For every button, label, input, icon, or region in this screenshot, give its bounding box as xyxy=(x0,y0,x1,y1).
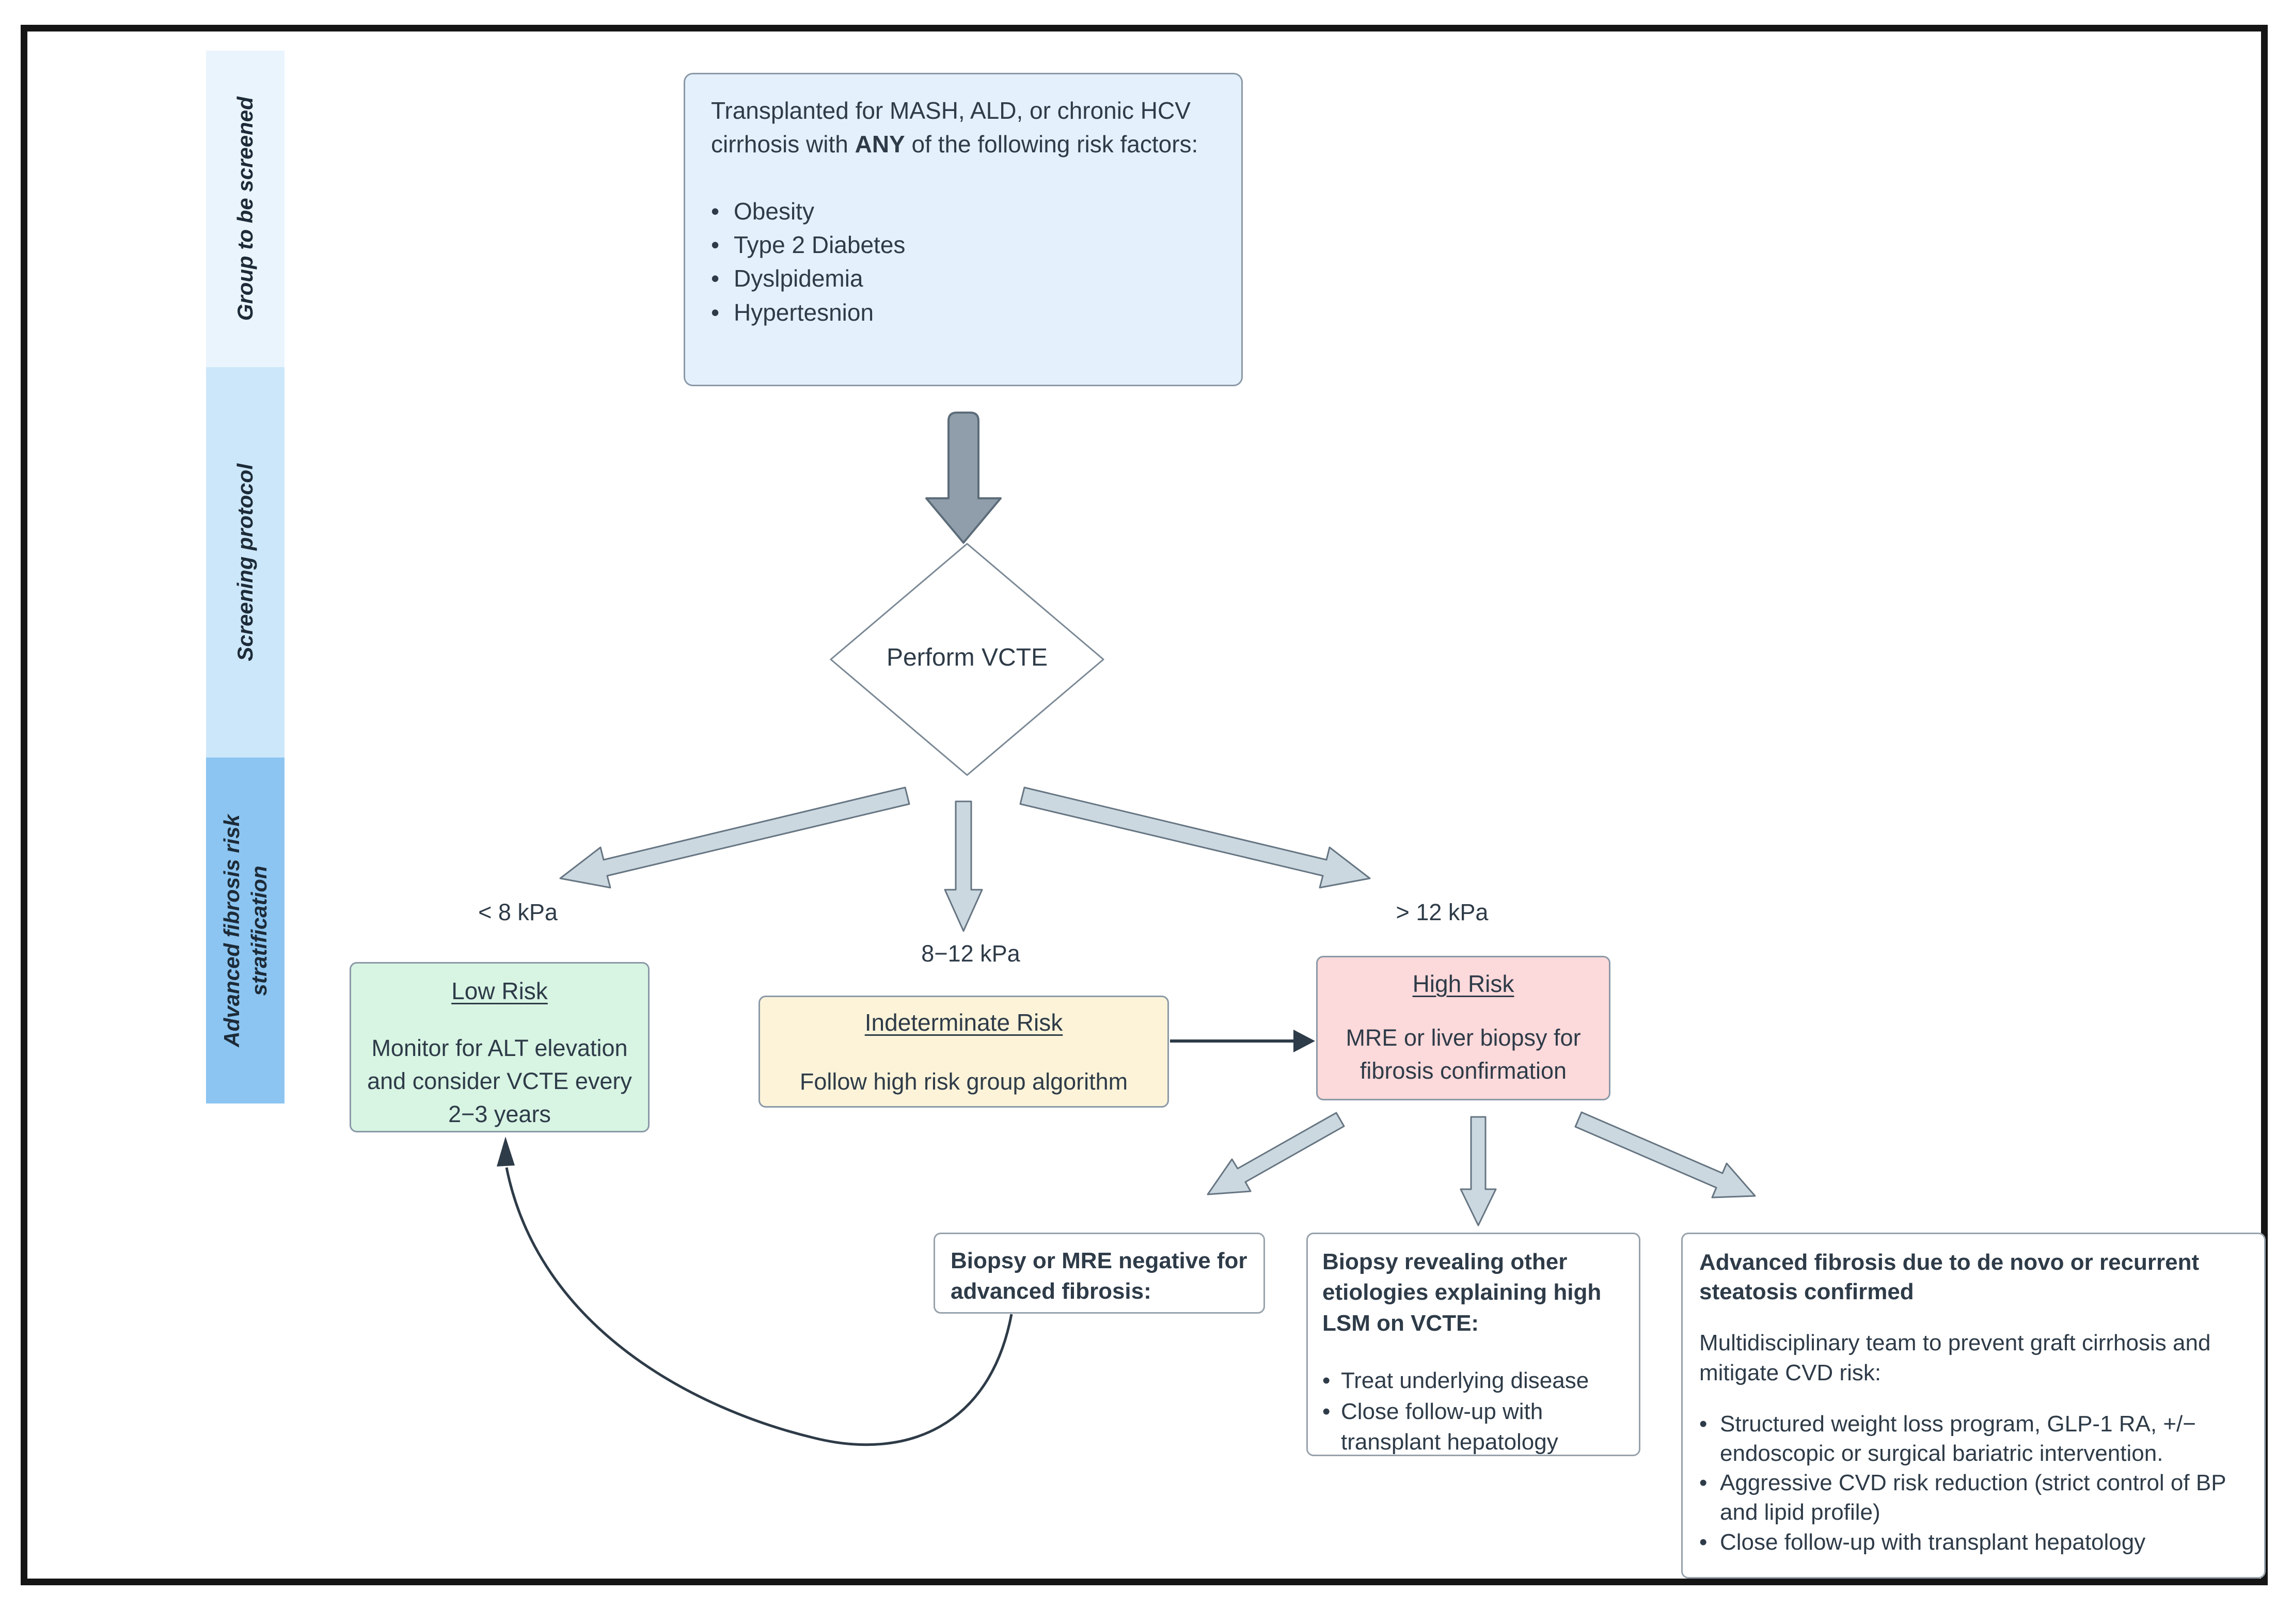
indeterminate-risk-box: Indeterminate Risk Follow high risk grou… xyxy=(758,996,1169,1108)
band-label: Advanced fibrosis risk stratification xyxy=(218,814,273,1047)
branch-label-mid: 8−12 kPa xyxy=(921,940,1020,967)
risk-factor-item: Hypertesnion xyxy=(711,296,1215,329)
outcome-other-label: Treat underlying disease xyxy=(1341,1368,1589,1394)
outcome-confirmed-label: Close follow-up with transplant hepatolo… xyxy=(1720,1529,2146,1555)
band-label: Screening protocol xyxy=(232,463,257,661)
risk-factor-list: Obesity Type 2 Diabetes Dyslpidemia Hype… xyxy=(711,195,1215,329)
risk-factor-label: Dyslpidemia xyxy=(734,265,863,292)
sidebar-band-group-to-be-screened: Group to be screened xyxy=(206,51,284,367)
criteria-intro-text2: HCV cirrhosis with xyxy=(711,97,1191,158)
return-curve-arrowhead-icon xyxy=(497,1137,515,1166)
branch-label-low: < 8 kPa xyxy=(478,899,558,925)
risk-factor-item: Dyslpidemia xyxy=(711,262,1215,295)
outcome-confirmed-list: Structured weight loss program, GLP-1 RA… xyxy=(1699,1409,2248,1557)
bullet-icon xyxy=(711,228,734,262)
outcome-other-etiologies-box: Biopsy revealing other etiologies explai… xyxy=(1306,1233,1640,1456)
branch-arrow-center-icon xyxy=(944,800,983,932)
outcome-negative-title: Biopsy or MRE negative for advanced fibr… xyxy=(951,1248,1247,1304)
figure-border: Group to be screened Screening protocol … xyxy=(21,25,2268,1585)
risk-factor-label: Obesity xyxy=(734,197,814,225)
criteria-intro-any: ANY xyxy=(855,131,905,158)
outcome-arrow-center-icon xyxy=(1460,1116,1497,1226)
outcome-confirmed-box: Advanced fibrosis due to de novo or recu… xyxy=(1681,1233,2266,1579)
criteria-intro-text: Transplanted for MASH, ALD, or chronic xyxy=(711,97,1141,124)
outcome-confirmed-label: Structured weight loss program, GLP-1 RA… xyxy=(1720,1411,2196,1466)
outcome-arrow-right-icon xyxy=(1574,1111,1756,1199)
low-risk-box: Low Risk Monitor for ALT elevation and c… xyxy=(350,962,650,1132)
outcome-confirmed-label: Aggressive CVD risk reduction (strict co… xyxy=(1720,1470,2226,1525)
outcome-other-label: Close follow-up with transplant hepatolo… xyxy=(1341,1398,1558,1455)
high-risk-box: High Risk MRE or liver biopsy for fibros… xyxy=(1316,956,1610,1100)
risk-factor-label: Type 2 Diabetes xyxy=(734,231,906,258)
outcome-other-title: Biopsy revealing other etiologies explai… xyxy=(1322,1249,1602,1336)
branch-arrow-right-icon xyxy=(1019,786,1371,889)
sidebar-band-advanced-fibrosis: Advanced fibrosis risk stratification xyxy=(206,758,284,1103)
criteria-intro: Transplanted for MASH, ALD, or chronic H… xyxy=(711,94,1215,162)
screening-criteria-box: Transplanted for MASH, ALD, or chronic H… xyxy=(684,73,1243,386)
low-risk-title: Low Risk xyxy=(451,977,548,1004)
outcome-other-item: Treat underlying disease xyxy=(1322,1365,1624,1396)
outcome-negative-box: Biopsy or MRE negative for advanced fibr… xyxy=(934,1233,1265,1314)
outcome-other-item: Close follow-up with transplant hepatolo… xyxy=(1322,1396,1624,1458)
branch-arrow-left-icon xyxy=(559,786,910,889)
bullet-icon xyxy=(1322,1396,1341,1458)
criteria-intro-tail: of the following risk factors: xyxy=(905,131,1198,158)
risk-factor-item: Obesity xyxy=(711,195,1215,228)
outcome-other-list: Treat underlying disease Close follow-up… xyxy=(1322,1365,1624,1457)
outcome-arrow-left-icon xyxy=(1207,1112,1345,1195)
bullet-icon xyxy=(711,296,734,329)
bullet-icon xyxy=(1699,1409,1720,1468)
risk-factor-label: Hypertesnion xyxy=(734,298,874,326)
high-risk-title: High Risk xyxy=(1412,970,1514,997)
high-risk-body: MRE or liver biopsy for fibrosis confirm… xyxy=(1346,1024,1581,1084)
band-label-line2: stratification xyxy=(246,865,271,996)
outcome-confirmed-item: Aggressive CVD risk reduction (strict co… xyxy=(1699,1468,2248,1527)
bullet-icon xyxy=(711,195,734,228)
branch-label-high: > 12 kPa xyxy=(1396,899,1489,925)
arrow-down-icon xyxy=(925,412,1002,544)
outcome-confirmed-item: Structured weight loss program, GLP-1 RA… xyxy=(1699,1409,2248,1468)
connector-arrowhead-icon xyxy=(1293,1030,1315,1052)
indeterminate-risk-title: Indeterminate Risk xyxy=(864,1009,1063,1036)
sidebar-band-screening-protocol: Screening protocol xyxy=(206,367,284,758)
outcome-confirmed-item: Close follow-up with transplant hepatolo… xyxy=(1699,1527,2248,1557)
bullet-icon xyxy=(1322,1365,1341,1396)
bullet-icon xyxy=(1699,1527,1720,1557)
risk-factor-item: Type 2 Diabetes xyxy=(711,228,1215,262)
band-label-line1: Advanced fibrosis risk xyxy=(219,814,244,1047)
indeterminate-risk-body: Follow high risk group algorithm xyxy=(799,1068,1128,1095)
outcome-confirmed-subtitle: Multidisciplinary team to prevent graft … xyxy=(1699,1330,2211,1385)
band-label: Group to be screened xyxy=(232,97,257,321)
low-risk-body: Monitor for ALT elevation and consider V… xyxy=(367,1035,632,1127)
bullet-icon xyxy=(1699,1468,1720,1527)
bullet-icon xyxy=(711,262,734,295)
outcome-confirmed-title: Advanced fibrosis due to de novo or recu… xyxy=(1699,1250,2200,1305)
decision-diamond-label: Perform VCTE xyxy=(886,644,1048,671)
